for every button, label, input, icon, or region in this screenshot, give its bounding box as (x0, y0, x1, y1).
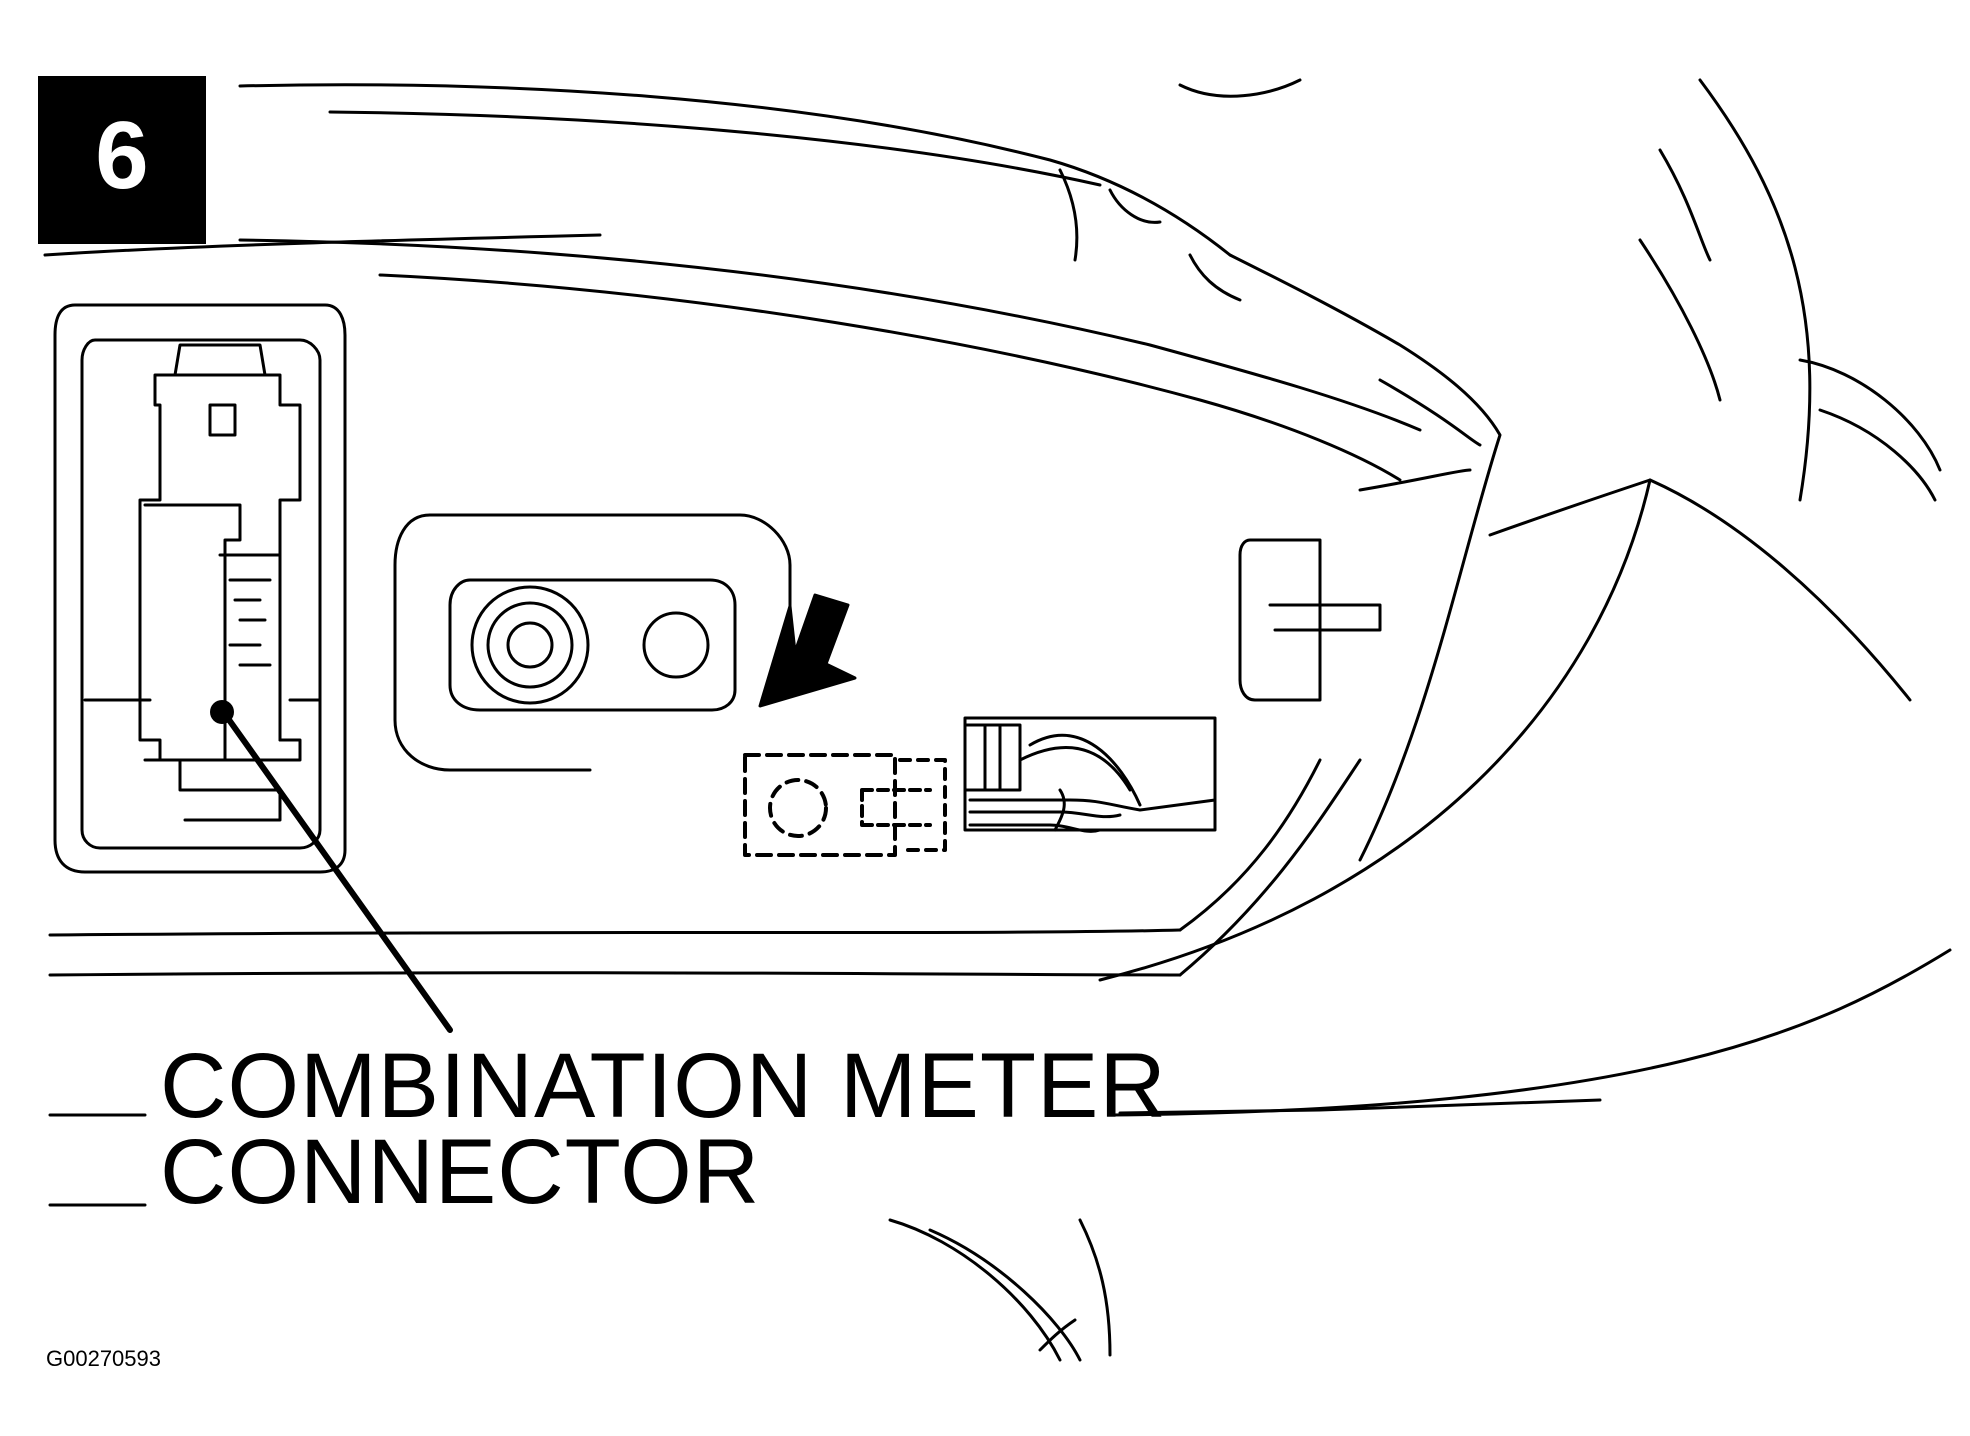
speaker-connector (743, 716, 1217, 857)
steering-column-contours (1098, 78, 1952, 1117)
callout-label-line2: CONNECTOR (160, 1121, 761, 1223)
combination-meter-housing (53, 303, 347, 874)
bottom-trim-contours (888, 1218, 1112, 1362)
switch-panel (393, 513, 1382, 772)
callout-label-line1: COMBINATION METER (160, 1035, 1167, 1137)
step-number: 6 (95, 102, 149, 209)
figure-id: G00270593 (46, 1346, 161, 1371)
callout-leader (48, 700, 1602, 1207)
step-number-badge: 6 (38, 76, 206, 244)
dashboard-upper-contours (43, 83, 1502, 862)
arrow-down-left-icon (758, 593, 857, 708)
dashboard-lower-edges (48, 758, 1362, 977)
